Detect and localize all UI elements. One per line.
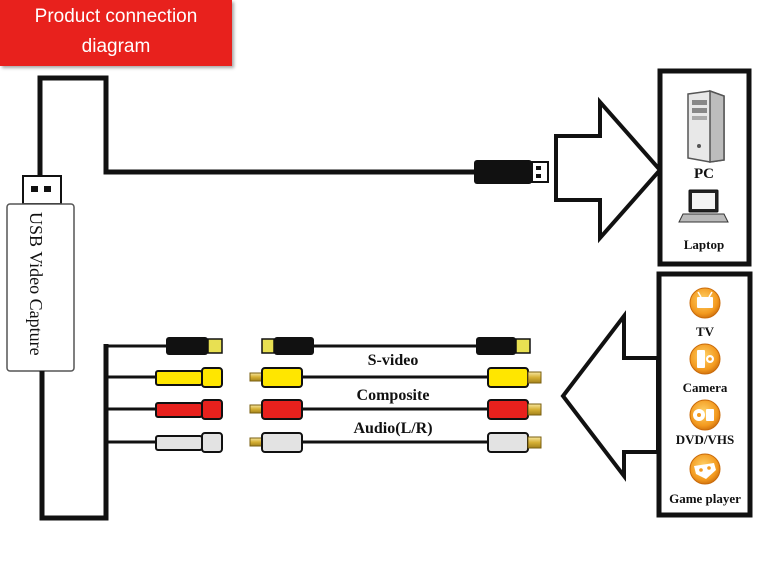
usb-cable: [37, 75, 478, 176]
game-player-label: Game player: [669, 491, 741, 506]
laptop-icon: [678, 189, 729, 223]
breakout-cable: [39, 344, 109, 521]
arrow-left-from-devices: [560, 310, 660, 482]
pc-label: PC: [694, 166, 714, 182]
device-label: USB Video Capture: [26, 212, 46, 356]
game-player-icon: [689, 453, 721, 485]
tv-icon: [689, 287, 721, 319]
composite-cable: [249, 367, 542, 388]
title-banner: Product connection diagram: [0, 0, 232, 66]
audio-red-cable: [249, 399, 542, 420]
laptop-label: Laptop: [684, 237, 724, 252]
svideo-cable: [261, 337, 531, 355]
dvd-label: DVD/VHS: [676, 432, 735, 447]
audio-white-cable: [249, 432, 542, 453]
title-line-2: diagram: [81, 36, 151, 57]
camera-icon: [689, 343, 721, 375]
breakout-white-plug: [155, 432, 223, 453]
usb-video-capture-device: USB Video Capture: [6, 175, 75, 372]
camera-label: Camera: [683, 380, 728, 395]
arrow-right-to-pc: [554, 96, 663, 244]
usb-plug-end: [474, 160, 549, 184]
breakout-svideo-plug: [166, 337, 223, 355]
tv-label: TV: [696, 324, 715, 339]
composite-label: Composite: [357, 387, 430, 404]
breakout-red-plug: [155, 399, 223, 420]
audio-label: Audio(L/R): [353, 420, 432, 437]
title-line-1: Product connection: [34, 6, 198, 27]
svideo-label: S-video: [368, 352, 419, 369]
breakout-yellow-plug: [155, 367, 223, 388]
breakout-wires: [106, 344, 168, 444]
dvd-icon: [689, 399, 721, 431]
pc-tower-icon: [687, 89, 725, 163]
